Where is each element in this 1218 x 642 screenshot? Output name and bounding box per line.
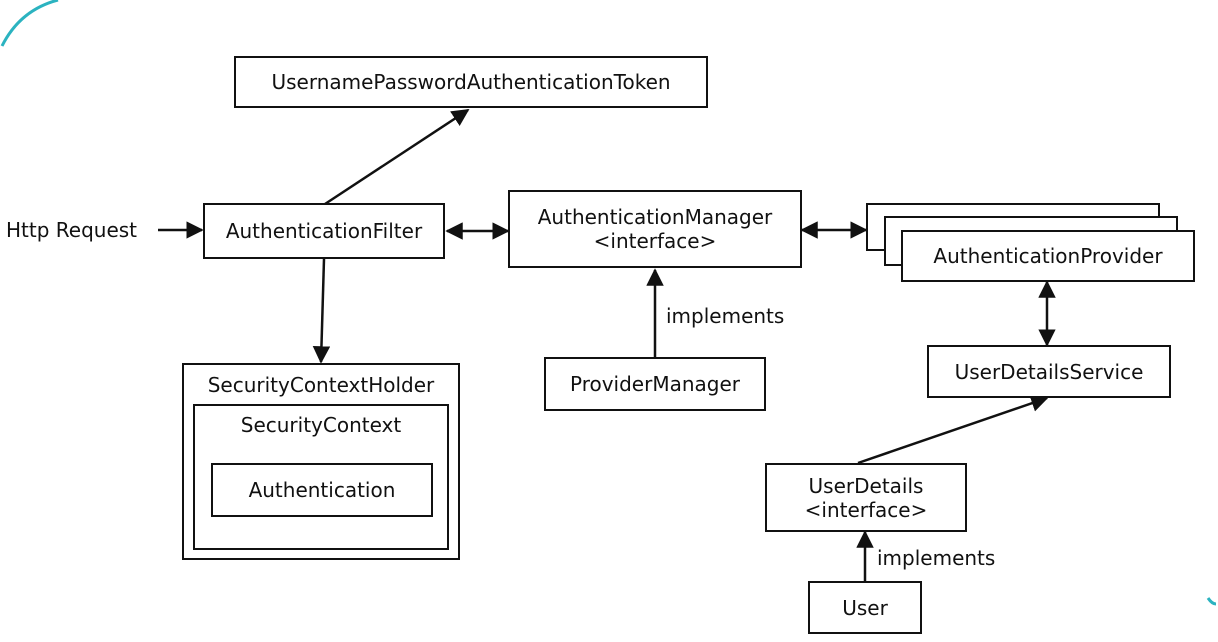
http-request-label: Http Request (6, 218, 138, 242)
user-box: User (808, 581, 922, 634)
decorative-corner-arc-bottom-right (1206, 597, 1217, 606)
security-context-holder-label: SecurityContextHolder (207, 373, 435, 397)
implements-label-provider-manager: implements (666, 304, 785, 328)
authentication-manager-stereotype: <interface> (593, 229, 717, 253)
authentication-provider-box: AuthenticationProvider (901, 230, 1195, 282)
user-details-service-label: UserDetailsService (954, 359, 1144, 384)
arrow-userdetails-to-service (857, 394, 1049, 465)
authentication-box: Authentication (211, 463, 433, 517)
provider-manager-label: ProviderManager (569, 372, 740, 396)
authentication-label: Authentication (248, 478, 396, 502)
user-details-box: UserDetails <interface> (765, 463, 967, 532)
arrow-filter-to-holder (312, 258, 331, 364)
user-details-service-box: UserDetailsService (927, 345, 1171, 398)
authentication-filter-box: AuthenticationFilter (203, 203, 445, 259)
implements-label-user: implements (877, 546, 996, 570)
security-context-holder-box: SecurityContextHolder SecurityContext Au… (182, 363, 460, 560)
token-label: UsernamePasswordAuthenticationToken (271, 70, 671, 94)
user-label: User (842, 595, 888, 620)
provider-manager-box: ProviderManager (544, 357, 766, 411)
decorative-corner-arc-top-left (0, 0, 59, 47)
security-context-box: SecurityContext Authentication (193, 404, 449, 550)
authentication-filter-label: AuthenticationFilter (225, 219, 423, 243)
user-details-label: UserDetails (808, 473, 924, 498)
user-details-stereotype: <interface> (804, 497, 928, 522)
arrow-filter-to-token (324, 108, 470, 206)
security-context-label: SecurityContext (240, 413, 402, 437)
authentication-provider-label: AuthenticationProvider (933, 244, 1163, 268)
authentication-manager-box: AuthenticationManager <interface> (508, 190, 802, 268)
authentication-manager-label: AuthenticationManager (537, 205, 773, 229)
token-box: UsernamePasswordAuthenticationToken (234, 56, 708, 108)
